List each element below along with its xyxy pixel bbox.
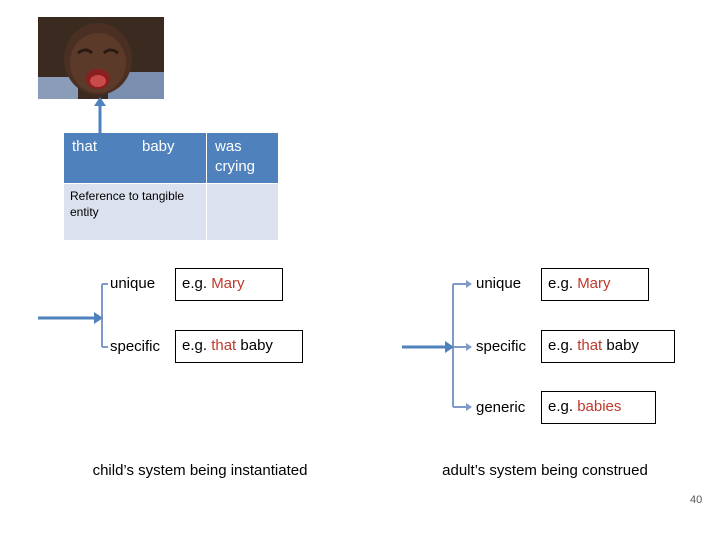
example-word: Mary bbox=[577, 275, 611, 292]
was-crying-words: was crying bbox=[215, 138, 256, 175]
adult-unique-label: unique bbox=[476, 275, 522, 292]
that-word: that bbox=[72, 138, 98, 155]
child-specific-example: e.g. that baby bbox=[175, 330, 303, 363]
adult-specific-example: e.g. that baby bbox=[541, 330, 675, 363]
reference-text: Reference to tangible entity bbox=[70, 189, 185, 219]
table-cell-baby: baby bbox=[134, 133, 206, 183]
adult-generic-example: e.g. babies bbox=[541, 391, 656, 424]
child-caption: child’s system being instantiated bbox=[92, 462, 308, 479]
crying-baby-illustration bbox=[38, 17, 164, 99]
table-cell-was-crying: was crying bbox=[207, 133, 278, 183]
crying-baby-photo bbox=[38, 17, 164, 99]
example-prefix: e.g. bbox=[182, 337, 212, 354]
child-unique-label: unique bbox=[110, 275, 156, 292]
child-unique-example: e.g. Mary bbox=[175, 268, 283, 301]
child-specific-label: specific bbox=[110, 338, 161, 355]
example-word: that bbox=[577, 337, 603, 354]
example-prefix: e.g. bbox=[548, 337, 578, 354]
table-cell-reference: Reference to tangible entity bbox=[64, 184, 206, 240]
table-cell-that: that bbox=[64, 133, 138, 183]
example-suffix: baby bbox=[236, 337, 273, 354]
adult-caption: adult’s system being construed bbox=[442, 462, 648, 479]
example-word: that bbox=[211, 337, 237, 354]
baby-word: baby bbox=[142, 138, 175, 155]
example-word: babies bbox=[577, 398, 622, 415]
example-word: Mary bbox=[211, 275, 245, 292]
example-prefix: e.g. bbox=[182, 275, 212, 292]
example-prefix: e.g. bbox=[548, 398, 578, 415]
arrow-to-photo-head bbox=[94, 97, 106, 106]
page-number: 40 bbox=[690, 494, 703, 506]
example-suffix: baby bbox=[602, 337, 639, 354]
example-prefix: e.g. bbox=[548, 275, 578, 292]
table-cell-empty bbox=[207, 184, 278, 240]
adult-specific-label: specific bbox=[476, 338, 527, 355]
adult-generic-label: generic bbox=[476, 399, 526, 416]
adult-unique-example: e.g. Mary bbox=[541, 268, 649, 301]
